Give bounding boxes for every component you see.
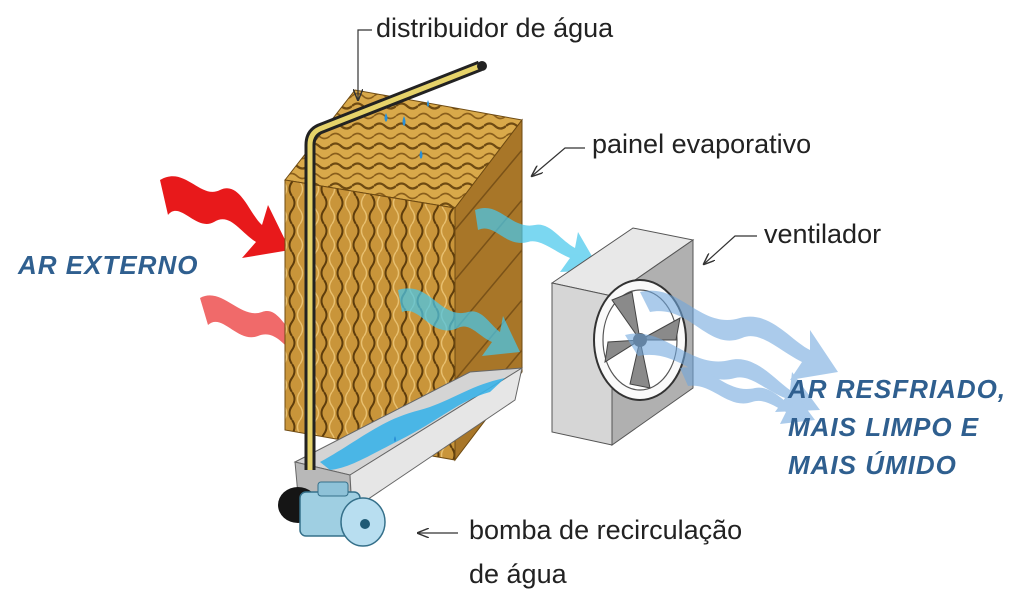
leader-distributor [358, 29, 372, 100]
label-fan: ventilador [764, 219, 882, 249]
label-cooled-air-line1: AR RESFRIADO, [788, 374, 1007, 404]
tray-water [320, 378, 505, 470]
humid-air-arrows [398, 207, 600, 356]
label-water-distributor: distribuidor de água [376, 13, 614, 43]
hot-air-arrows [160, 176, 290, 350]
label-cooled-air-line3: MAIS ÚMIDO [788, 450, 957, 480]
leader-panel [532, 147, 585, 176]
recirculation-pump [278, 481, 386, 547]
hot-air-arrow-lower [200, 295, 290, 350]
label-cooled-air-line2: MAIS LIMPO E [788, 412, 980, 442]
cooled-air-arrows [625, 290, 838, 424]
label-external-air: AR EXTERNO [18, 250, 199, 280]
hot-air-arrow-upper [160, 176, 290, 258]
water-pipe [304, 60, 487, 470]
leader-lines [358, 29, 757, 533]
label-pump-line2: de água [469, 559, 567, 589]
water-drops [384, 100, 429, 442]
label-evaporative-panel: painel evaporativo [592, 129, 812, 159]
leader-fan [704, 235, 757, 264]
label-pump-line1: bomba de recirculação [469, 515, 743, 545]
